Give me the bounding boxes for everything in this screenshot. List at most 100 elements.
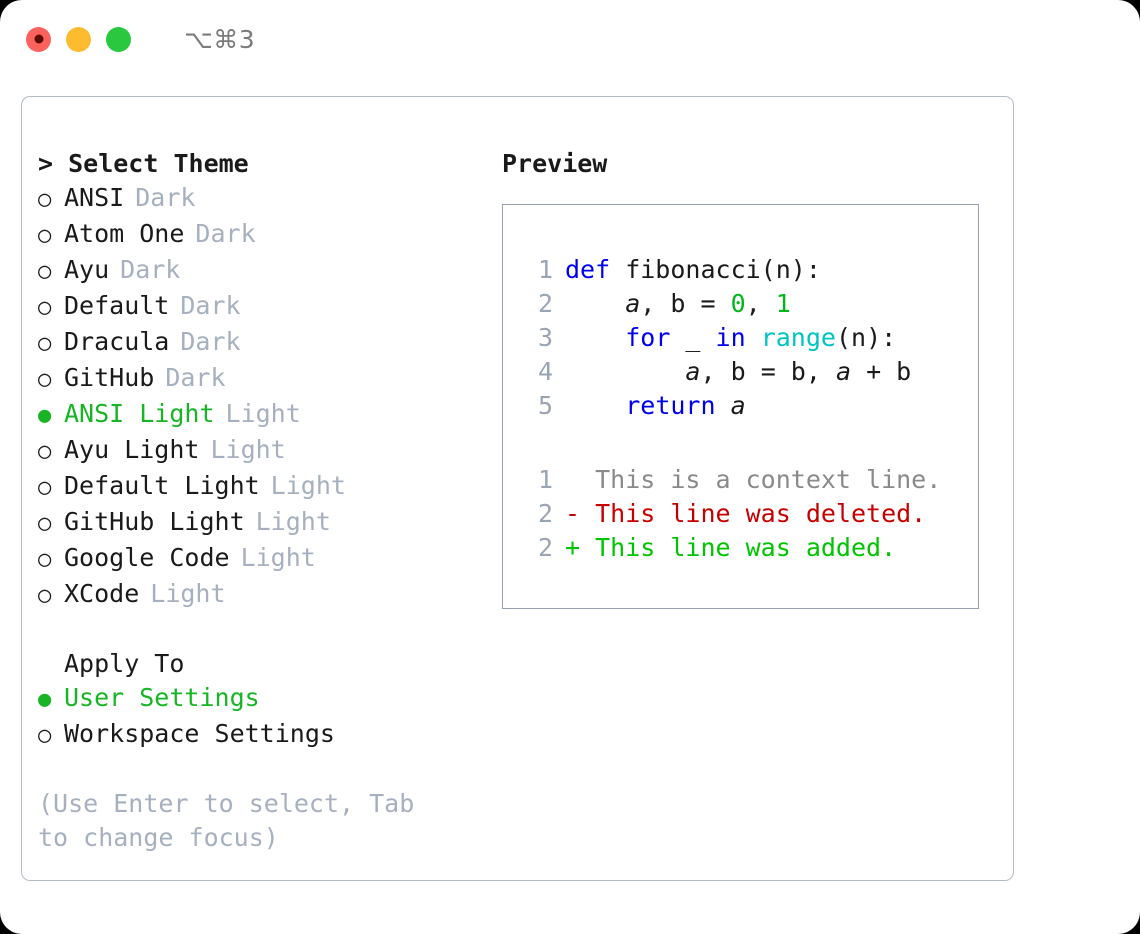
code-token: , <box>745 289 776 318</box>
radio-unselected-icon[interactable]: ○ <box>38 223 52 248</box>
code-token <box>746 323 761 352</box>
code-text: a, b = b, a + b <box>553 355 911 389</box>
theme-name-label: Ayu <box>64 255 110 284</box>
code-token: fibonacci(n): <box>610 255 821 284</box>
apply-to-list[interactable]: ● User Settings ○ Workspace Settings <box>38 681 502 753</box>
apply-to-label: Workspace Settings <box>64 719 335 748</box>
code-token: range <box>760 323 836 352</box>
apply-to-heading: Apply To <box>64 649 185 678</box>
code-token <box>565 323 625 352</box>
radio-unselected-icon[interactable]: ○ <box>38 331 52 356</box>
code-token: + b <box>851 357 912 386</box>
radio-unselected-icon[interactable]: ○ <box>38 439 52 464</box>
diff-sample: 1 This is a context line.2- This line wa… <box>521 463 978 565</box>
preview-heading: Preview <box>502 149 608 178</box>
line-number: 3 <box>537 323 553 352</box>
radio-unselected-icon[interactable]: ○ <box>38 583 52 608</box>
theme-list-item[interactable]: ○ Ayu Dark <box>38 253 502 289</box>
code-token: , b = b, <box>700 357 836 386</box>
code-token <box>565 289 625 318</box>
theme-variant-badge: Light <box>240 543 316 572</box>
code-text: def fibonacci(n): <box>553 253 821 287</box>
theme-name-label: ANSI Light <box>64 399 215 428</box>
theme-name-label: Default Light <box>64 471 260 500</box>
line-number: 1 <box>537 255 553 284</box>
theme-variant-badge: Light <box>225 399 301 428</box>
code-token <box>565 391 625 420</box>
code-token <box>716 391 731 420</box>
code-token: 1 <box>775 289 791 318</box>
theme-name-label: XCode <box>64 579 140 608</box>
line-number: 2 <box>537 533 553 562</box>
spacer <box>521 423 978 463</box>
keyboard-shortcut-label: ⌥⌘3 <box>184 24 256 54</box>
theme-name-label: ANSI <box>64 183 125 212</box>
theme-list-item[interactable]: ○ XCode Light <box>38 577 502 613</box>
window-controls <box>26 26 131 52</box>
radio-unselected-icon[interactable]: ○ <box>38 475 52 500</box>
theme-variant-badge: Dark <box>195 219 256 248</box>
code-token: (n): <box>835 323 897 352</box>
code-token: def <box>565 255 611 284</box>
code-line: 4 a, b = b, a + b <box>521 355 978 389</box>
line-number: 2 <box>537 289 553 318</box>
theme-list-item[interactable]: ● ANSI Light Light <box>38 397 502 433</box>
code-token: a <box>835 357 852 386</box>
diff-line: 1 This is a context line. <box>521 463 978 497</box>
close-button[interactable] <box>26 26 51 52</box>
radio-unselected-icon[interactable]: ○ <box>38 259 52 284</box>
diff-line: 2+ This line was added. <box>521 531 978 565</box>
theme-variant-badge: Dark <box>120 255 181 284</box>
code-token: for <box>625 323 671 352</box>
radio-unselected-icon[interactable]: ○ <box>38 295 52 320</box>
radio-unselected-icon[interactable]: ○ <box>38 367 52 392</box>
radio-unselected-icon[interactable]: ○ <box>38 187 52 212</box>
code-token: in <box>715 323 746 352</box>
apply-to-option[interactable]: ○ Workspace Settings <box>38 717 502 753</box>
apply-to-label: User Settings <box>64 683 260 712</box>
theme-name-label: Default <box>64 291 170 320</box>
code-token: a <box>685 357 701 386</box>
theme-variant-badge: Light <box>150 579 226 608</box>
apply-to-option[interactable]: ● User Settings <box>38 681 502 717</box>
code-token <box>565 357 685 386</box>
theme-variant-badge: Dark <box>165 363 226 392</box>
code-token: _ <box>670 323 716 352</box>
radio-unselected-icon[interactable]: ○ <box>38 723 52 748</box>
code-line: 5 return a <box>521 389 978 423</box>
radio-selected-icon[interactable]: ● <box>38 687 52 712</box>
keyboard-hint-text: (Use Enter to select, Tab to change focu… <box>38 789 430 852</box>
radio-selected-icon[interactable]: ● <box>38 403 52 428</box>
radio-unselected-icon[interactable]: ○ <box>38 547 52 572</box>
code-text: a, b = 0, 1 <box>553 287 791 321</box>
theme-name-label: GitHub Light <box>64 507 245 536</box>
line-number: 2 <box>537 499 553 528</box>
code-token: a <box>730 391 746 420</box>
radio-unselected-icon[interactable]: ○ <box>38 511 52 536</box>
theme-list-item[interactable]: ○ GitHub Light Light <box>38 505 502 541</box>
code-text: for _ in range(n): <box>553 321 896 355</box>
theme-variant-badge: Light <box>210 435 286 464</box>
code-line: 2 a, b = 0, 1 <box>521 287 978 321</box>
diff-text: This is a context line. <box>565 465 942 494</box>
line-number: 4 <box>537 357 553 386</box>
theme-variant-badge: Light <box>255 507 331 536</box>
spacer <box>38 613 502 647</box>
minimize-button[interactable] <box>66 26 91 52</box>
maximize-button[interactable] <box>106 26 131 52</box>
line-number: 5 <box>537 391 553 420</box>
select-theme-heading: > Select Theme <box>38 149 249 178</box>
